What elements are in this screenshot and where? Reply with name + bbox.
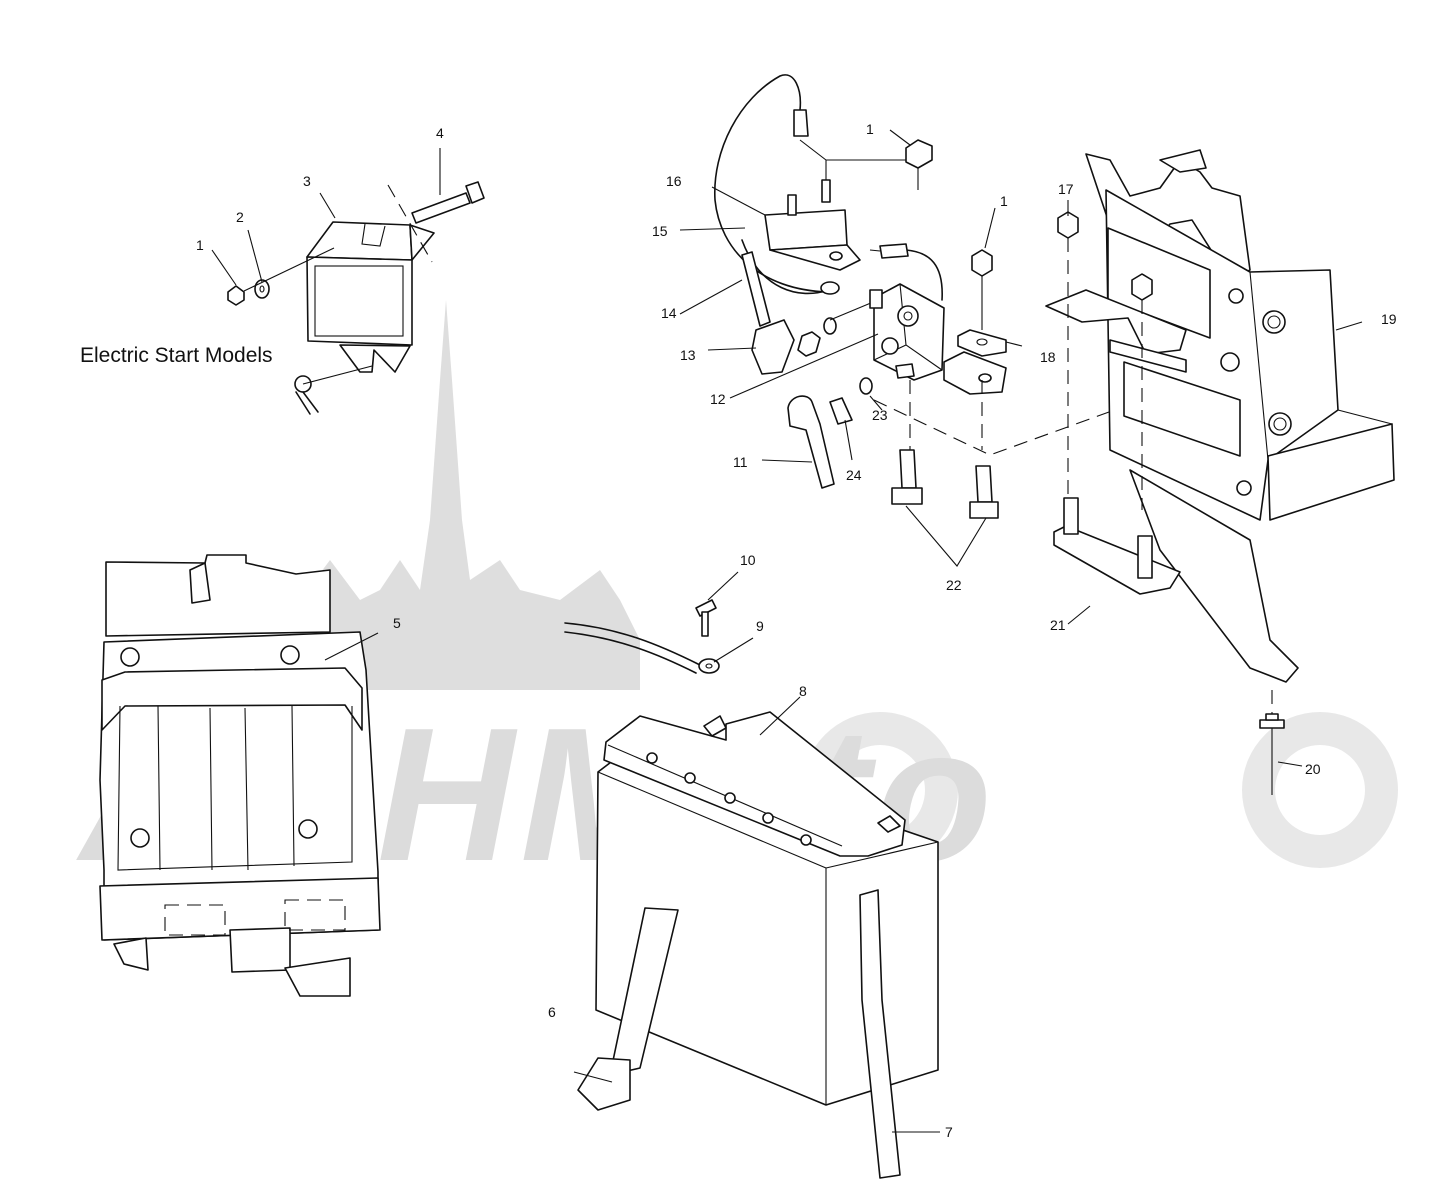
callout-1: 1 [196, 237, 204, 253]
callout-14: 14 [661, 305, 677, 321]
watermark-skyline [300, 300, 640, 690]
callout-19: 19 [1381, 311, 1397, 327]
callout-17: 17 [1058, 181, 1074, 197]
battery [564, 571, 940, 1179]
solenoid-assembly [679, 74, 1171, 567]
callout-3: 3 [303, 173, 311, 189]
callout-1-right: 1 [1000, 193, 1008, 209]
callout-15: 15 [652, 223, 668, 239]
callout-18: 18 [1040, 349, 1056, 365]
callout-1-top: 1 [866, 121, 874, 137]
callout-22: 22 [946, 577, 962, 593]
electric-start-caption: Electric Start Models [80, 344, 273, 367]
callout-20: 20 [1305, 761, 1321, 777]
callout-2: 2 [236, 209, 244, 225]
callout-24: 24 [846, 467, 862, 483]
callout-21: 21 [1050, 617, 1066, 633]
callout-12: 12 [710, 391, 726, 407]
callout-23: 23 [872, 407, 888, 423]
callout-11: 11 [733, 454, 748, 470]
callout-9: 9 [756, 618, 764, 634]
callout-labels: 1 2 3 4 5 6 7 8 9 10 11 12 13 14 15 16 1… [196, 121, 1397, 1140]
callout-7: 7 [945, 1124, 953, 1140]
callout-10: 10 [740, 552, 756, 568]
callout-4: 4 [436, 125, 444, 141]
mounting-bracket [1045, 149, 1395, 795]
regulator-assembly [211, 148, 485, 415]
callout-8: 8 [799, 683, 807, 699]
battery-box [99, 554, 381, 997]
callout-6: 6 [548, 1004, 556, 1020]
callout-13: 13 [680, 347, 696, 363]
callout-5: 5 [393, 615, 401, 631]
callout-16: 16 [666, 173, 682, 189]
